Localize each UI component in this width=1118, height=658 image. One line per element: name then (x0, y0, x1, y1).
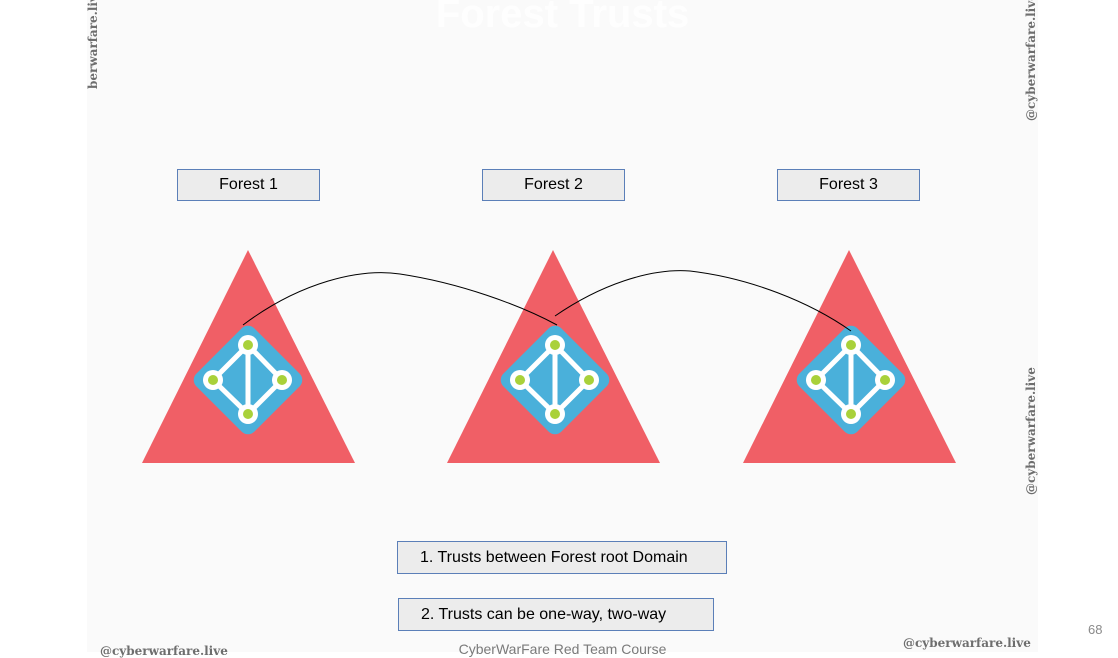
forest-2-label: Forest 2 (482, 169, 625, 201)
slide-title: Forest Trusts (435, 0, 690, 36)
watermark-bottom-right: @cyberwarfare.live (903, 636, 1031, 650)
note-trusts-between-roots: 1. Trusts between Forest root Domain (397, 541, 727, 574)
slide-footer: CyberWarFare Red Team Course (458, 641, 667, 657)
forest-1-label: Forest 1 (177, 169, 320, 201)
forest-3-label: Forest 3 (777, 169, 920, 201)
forest-1 (142, 250, 355, 463)
page-number: 68 (1088, 622, 1103, 637)
forest-2 (447, 250, 660, 463)
active-directory-icon (193, 325, 303, 435)
active-directory-icon (500, 325, 610, 435)
active-directory-icon (796, 325, 906, 435)
trust-link-forest1-forest2 (242, 272, 558, 326)
note-trust-directions: 2. Trusts can be one-way, two-way (398, 598, 714, 631)
forest-3 (743, 250, 956, 463)
trust-link-forest2-forest3 (554, 270, 852, 332)
